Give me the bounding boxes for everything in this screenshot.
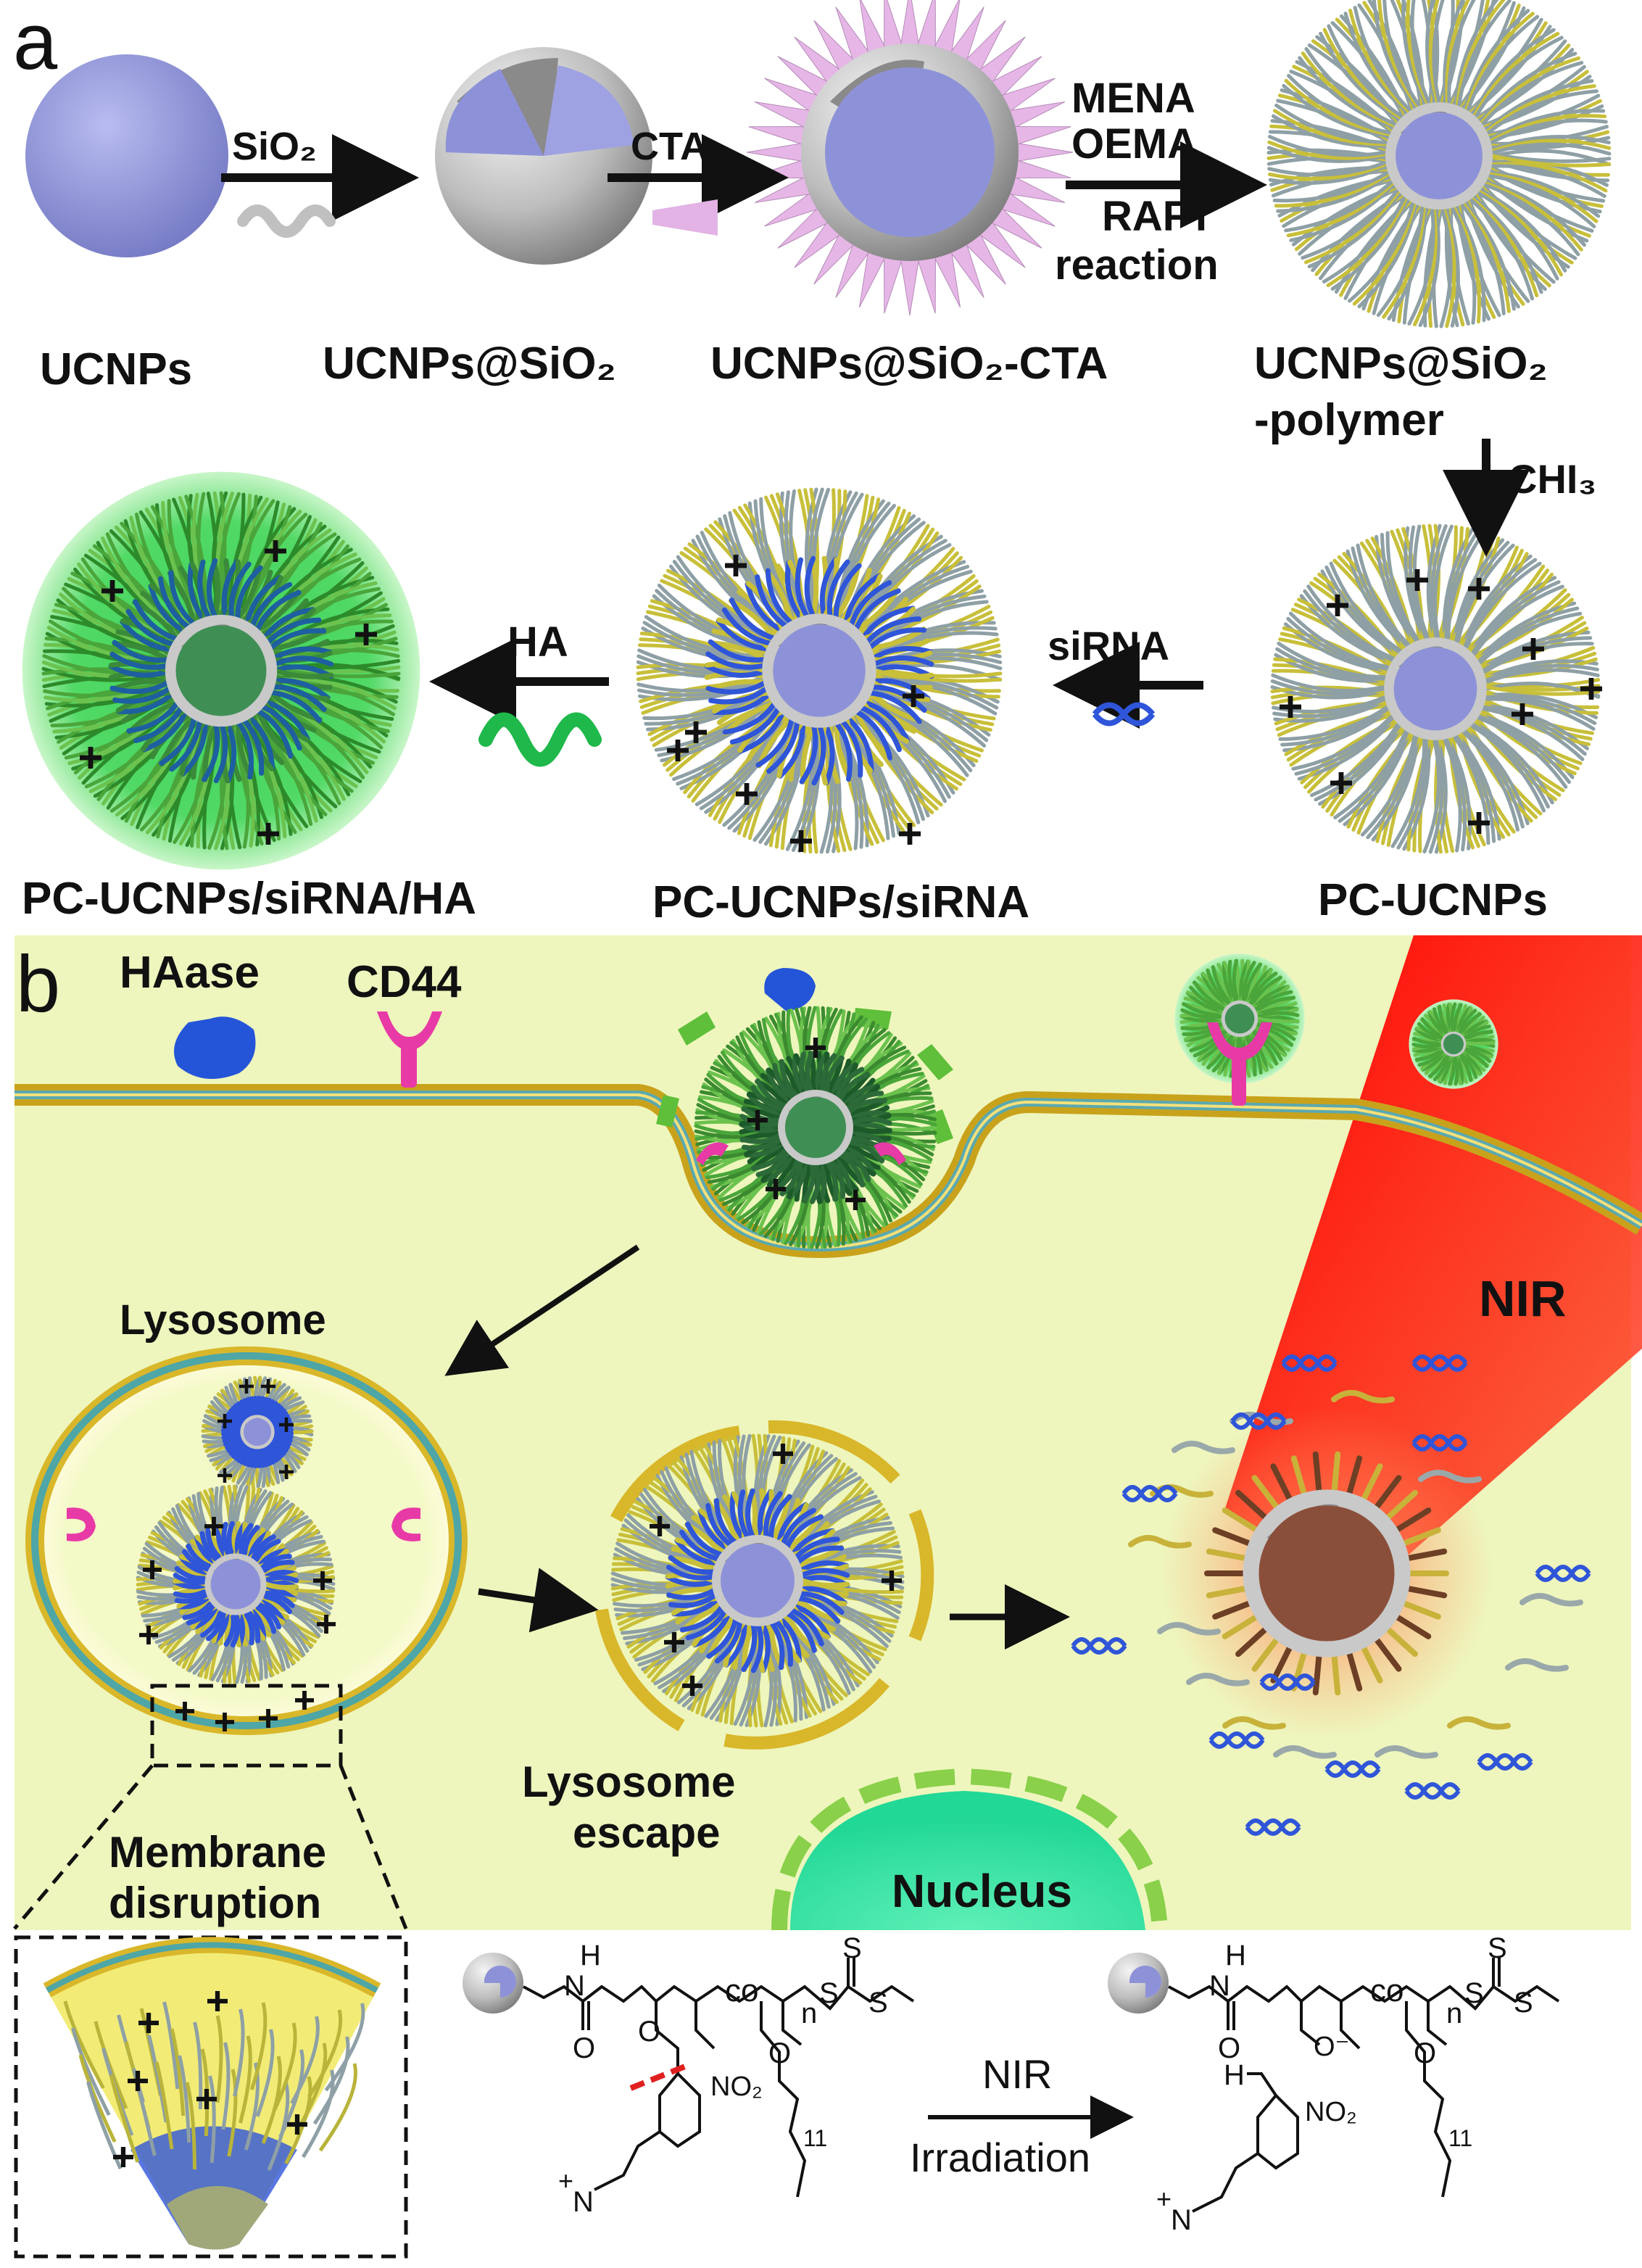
panel-b-letter: b	[16, 940, 60, 1029]
chem-left-s1: S	[819, 1977, 839, 2009]
surface-particle-bound	[1174, 953, 1305, 1084]
label-lysosome: Lysosome	[120, 1296, 326, 1344]
label-lysosome-escape-1: Lysosome	[522, 1758, 736, 1806]
ucnp-sio2-polymer-particle	[1266, 0, 1612, 328]
label-scheme-irradiation: Irradiation	[910, 2135, 1090, 2180]
arrow-endocytosis	[444, 1244, 640, 1376]
lysosome-cd44-icons	[67, 1507, 420, 1541]
ucnp-sio2-particle	[435, 47, 652, 265]
ucnp-sio2-cta-particle	[746, 0, 1074, 316]
arrow-label-cta: CTA	[631, 125, 708, 168]
label-haase: HAase	[120, 948, 260, 998]
chem-left-o2: O	[638, 2016, 660, 2048]
chem-left-co: co	[725, 1973, 758, 2008]
label-disruption: disruption	[109, 1879, 321, 1927]
nucleus	[790, 1791, 1145, 1930]
label-pc-ucnps: PC-UCNPs	[1318, 875, 1548, 925]
chem-right-hc: H	[1224, 2059, 1245, 2091]
zoom-detail-polymers	[63, 1991, 365, 2171]
arrow-label-mena: MENA	[1071, 75, 1195, 122]
label-lysosome-escape-2: escape	[573, 1808, 721, 1857]
nuclear-envelope	[771, 1768, 1168, 1931]
pc-ucnp-sirna-particle	[636, 487, 1003, 854]
chem-right-co: co	[1370, 1973, 1403, 2008]
pc-ucnp-sirna-ha-particle	[22, 471, 420, 870]
chem-left-n-plus: N	[573, 2186, 594, 2218]
chem-right-o1: O	[1218, 2032, 1240, 2064]
label-pc-ucnps-sirna-ha: PC-UCNPs/siRNA/HA	[22, 874, 476, 924]
label-cd44: CD44	[347, 957, 462, 1007]
arrow-label-reaction: reaction	[1055, 241, 1219, 289]
label-pc-ucnps-sirna: PC-UCNPs/siRNA	[652, 877, 1029, 927]
silica-squiggle-icon	[237, 204, 336, 238]
chem-right-11: 11	[1448, 2125, 1472, 2151]
cd44-bound-receptors	[696, 1142, 906, 1165]
chem-left-h: H	[580, 1940, 601, 1971]
chem-scheme-left	[463, 1953, 915, 2198]
chem-left-n-subscript: n	[801, 1998, 817, 2029]
arrow-label-sirna: siRNA	[1048, 623, 1169, 669]
surface-particle-free	[1409, 999, 1498, 1089]
sirna-helix-icon	[1092, 702, 1156, 727]
ha-squiggle-icon	[478, 712, 602, 767]
label-membrane: Membrane	[109, 1828, 326, 1876]
arrow-to-escape	[478, 1568, 599, 1633]
arrow-label-raft: RAFT	[1102, 193, 1214, 240]
zoom-box-small	[150, 1684, 343, 1768]
chem-left-plus: +	[558, 2166, 573, 2195]
chem-right-h: H	[1225, 1940, 1246, 1971]
chem-right-n-plus: N	[1171, 2204, 1192, 2236]
pc-ucnp-particle	[1270, 523, 1602, 854]
label-nucleus: Nucleus	[892, 1865, 1072, 1917]
chem-left-s2: S	[842, 1932, 862, 1964]
chem-right-o3: O	[1414, 2037, 1436, 2069]
internalized-particle	[694, 1006, 937, 1249]
cd44-receptor-icon	[377, 1011, 442, 1088]
released-particle	[1128, 1390, 1583, 1759]
released-sirna	[1071, 1354, 1591, 1836]
chem-scheme-right	[1108, 1953, 1560, 2213]
cta-cone-icon	[652, 199, 718, 236]
arrow-label-chi3: CHI₃	[1508, 456, 1596, 502]
label-scheme-nir: NIR	[982, 2051, 1052, 2097]
chem-right-n-subscript: n	[1446, 1998, 1462, 2029]
arrow-label-sio2: SiO₂	[232, 125, 317, 168]
chem-left-s3: S	[868, 1987, 888, 2019]
haase-enzyme-icon	[174, 1017, 256, 1079]
ucnp-core-particle	[25, 54, 228, 257]
chem-right-s3: S	[1514, 1987, 1533, 2019]
label-ucnps-sio2: UCNPs@SiO₂	[323, 339, 616, 389]
chem-right-o-minus: O⁻	[1314, 2032, 1350, 2062]
label-ucnps-sio2-polymer: UCNPs@SiO₂	[1254, 339, 1548, 389]
panel-a-letter: a	[13, 0, 58, 86]
zoom-line-right	[339, 1765, 408, 1929]
chem-left-11: 11	[803, 2125, 827, 2151]
label-nir: NIR	[1479, 1270, 1567, 1327]
escape-particle	[610, 1433, 905, 1728]
lysosome-particle-small	[201, 1375, 314, 1489]
cell-membrane	[14, 1084, 1642, 1259]
arrow-label-ha: HA	[507, 618, 568, 666]
chem-left-o3: O	[768, 2037, 791, 2069]
lysosome-particle-large	[136, 1484, 336, 1731]
chem-right-s2: S	[1488, 1932, 1507, 1964]
arrow-label-oema: OEMA	[1071, 120, 1198, 167]
escape-membrane	[595, 1420, 934, 1750]
chem-right-plus: +	[1156, 2184, 1172, 2214]
chem-right-n: N	[1209, 1970, 1230, 2002]
chem-left-n: N	[564, 1970, 585, 2002]
chem-right-no2: NO₂	[1305, 2097, 1357, 2127]
label-ucnps-sio2-cta: UCNPs@SiO₂-CTA	[710, 339, 1108, 389]
chem-right-s1: S	[1464, 1977, 1484, 2009]
cd44-receptor-bound-icon	[1207, 1022, 1272, 1106]
label-polymer-suffix: -polymer	[1254, 395, 1444, 445]
label-ucnps: UCNPs	[40, 344, 192, 394]
haase-enzyme-top-icon	[764, 968, 816, 1011]
zoom-line-left	[13, 1764, 154, 1930]
chem-left-o1: O	[573, 2032, 595, 2064]
chem-left-no2: NO₂	[710, 2072, 763, 2102]
